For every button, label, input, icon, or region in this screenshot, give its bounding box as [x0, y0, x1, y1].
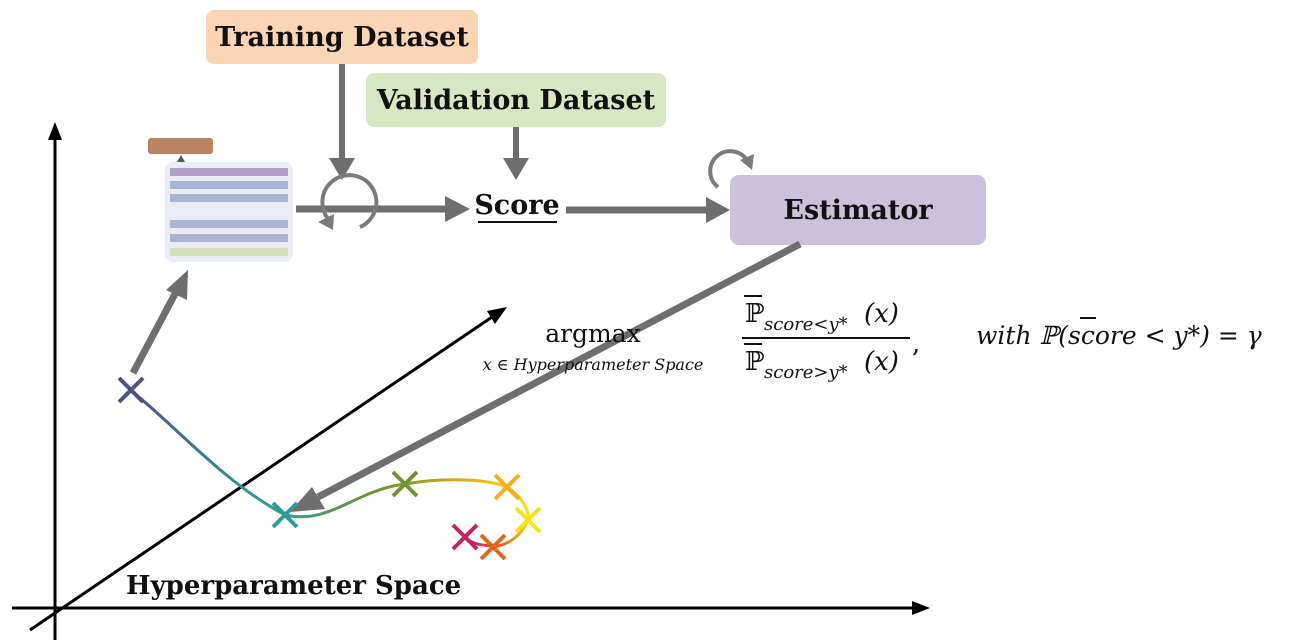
model-body: [165, 162, 293, 262]
model-output-header: [148, 138, 213, 154]
sample-marker: [271, 501, 299, 529]
sample-marker: [451, 523, 479, 551]
estimator-box: Estimator: [730, 175, 986, 245]
denominator-subscript: score>y*: [764, 362, 848, 383]
training-to-loop-arrowhead: [329, 158, 355, 180]
sample-marker: [493, 473, 521, 501]
acquisition-formula: argmax x ∈ Hyperparameter Space ℙ score<…: [483, 295, 1262, 383]
model-row: [170, 194, 288, 202]
estimator-to-sample-arrow: [316, 240, 802, 501]
training-dataset-box: Training Dataset: [206, 10, 478, 64]
estimator-label: Estimator: [783, 195, 933, 226]
numerator-subscript: score<y*: [764, 314, 848, 335]
constraint-text: with ℙ(score < y*) = γ: [976, 321, 1262, 350]
numerator-arg: (x): [864, 299, 899, 329]
estimator-loop-arc: [708, 149, 750, 189]
training-dataset-bg: [206, 10, 478, 64]
model-to-score-arrowhead: [445, 196, 470, 222]
validation-dataset-label: Validation Dataset: [376, 85, 656, 116]
formula-comma: ,: [912, 329, 920, 359]
model-row: [170, 220, 288, 228]
score-node: Score: [474, 190, 560, 223]
denominator-prob: ℙ: [745, 347, 765, 377]
validation-dataset-box: Validation Dataset: [366, 73, 666, 127]
axes: [12, 122, 930, 640]
sample-marker: [479, 533, 507, 561]
x-axis-arrowhead: [912, 601, 930, 615]
training-dataset-label: Training Dataset: [215, 22, 469, 53]
model-row: [170, 168, 288, 176]
sample-to-model-arrowhead: [166, 270, 188, 300]
model-row: [170, 181, 288, 189]
training-loop-icon: [318, 173, 379, 230]
score-to-estimator-arrowhead: [706, 197, 730, 223]
space-label: Hyperparameter Space: [126, 571, 461, 601]
training-loop-arc: [320, 173, 379, 229]
validation-to-score-arrowhead: [503, 158, 529, 180]
numerator-prob: ℙ: [745, 299, 765, 329]
sample-to-model-arrow: [129, 290, 180, 375]
validation-dataset-bg: [366, 73, 666, 127]
sample-marker: [514, 506, 542, 534]
denominator-arg: (x): [864, 347, 899, 377]
model-icon: [148, 138, 293, 262]
z-axis-arrowhead: [487, 307, 507, 324]
estimator-loop-icon: [708, 149, 754, 189]
estimator-loop-arrowhead: [740, 154, 754, 170]
argmax-subscript: x ∈ Hyperparameter Space: [483, 355, 704, 374]
sample-marker: [117, 376, 145, 404]
model-row: [170, 234, 288, 242]
trajectory-curve: [129, 388, 530, 521]
model-row: [170, 248, 288, 256]
score-label: Score: [474, 190, 559, 221]
sample-marker: [391, 470, 419, 498]
argmax-text: argmax: [545, 319, 641, 348]
search-trajectory: [117, 376, 542, 561]
training-loop-arrowhead: [318, 214, 334, 230]
z-axis-line: [29, 313, 496, 632]
estimator-to-sample-arrowhead: [290, 487, 325, 512]
y-axis-arrowhead: [48, 122, 62, 140]
model-output-arrowhead: [177, 155, 185, 162]
flow-arrows: [129, 64, 802, 512]
estimator-bg: [730, 175, 986, 245]
